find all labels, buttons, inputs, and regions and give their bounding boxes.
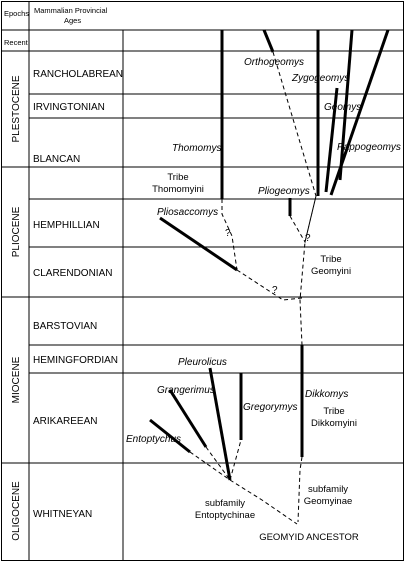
age-irvingtonian: IRVINGTONIAN bbox=[33, 102, 105, 113]
age-rancholabrean: RANCHOLABREAN bbox=[33, 69, 123, 80]
geomyinae-lineage-dashed bbox=[297, 456, 303, 523]
taxon-gregorymys: Gregorymys bbox=[243, 402, 297, 413]
entoptychus-range-bar bbox=[149, 418, 191, 454]
ages-header-line1: Mammalian Provincial bbox=[34, 6, 108, 15]
age-arikareean: ARIKAREEAN bbox=[33, 416, 97, 427]
subfamily-geomyinae-label: Geomyinae bbox=[304, 496, 353, 507]
tribe-label: Tribe bbox=[320, 254, 341, 265]
age-whitneyan: WHITNEYAN bbox=[33, 509, 92, 520]
subfamily-entoptychinae-label: Entoptychinae bbox=[195, 510, 255, 521]
age-blancan: BLANCAN bbox=[33, 154, 80, 165]
entoptychinae-lineage-dashed bbox=[189, 439, 242, 481]
tribe-thomomyini-label: Thomomyini bbox=[152, 184, 204, 195]
age-hemphillian: HEMPHILLIAN bbox=[33, 220, 100, 231]
subfamily-label: subfamily bbox=[308, 484, 348, 495]
epoch-miocene: MIOCENE bbox=[11, 356, 22, 403]
epoch-pleistocene: PLESTOCENE bbox=[11, 75, 22, 142]
taxon-pleurolicus: Pleurolicus bbox=[178, 357, 227, 368]
epoch-pliocene: PLIOCENE bbox=[11, 206, 22, 257]
epochs-header: Epochs bbox=[4, 9, 29, 18]
tribe-geomyini-label: Geomyini bbox=[311, 266, 351, 277]
taxon-dikkomys: Dikkomys bbox=[305, 389, 348, 400]
taxon-pliogeomys: Pliogeomys bbox=[258, 186, 310, 197]
uncertain-mark: ? bbox=[272, 285, 278, 296]
age-hemingfordian: HEMINGFORDIAN bbox=[33, 355, 118, 366]
ancestor-lineage-dashed bbox=[229, 479, 298, 525]
pappogeomys-range-bar bbox=[329, 29, 390, 196]
tribe-dikkomyini-label: Dikkomyini bbox=[311, 418, 357, 429]
subfamily-label: subfamily bbox=[205, 498, 245, 509]
tribe-label: Tribe bbox=[167, 172, 188, 183]
geomys-range-bar-upper bbox=[338, 29, 354, 181]
taxon-geomys: Geomys bbox=[324, 102, 361, 113]
recent-label: Recent bbox=[4, 38, 29, 47]
taxon-pappogeomys: Pappogeomys bbox=[337, 142, 401, 153]
taxon-orthogeomys: Orthogeomys bbox=[244, 57, 304, 68]
taxon-grangerimus: Grangerimus bbox=[157, 385, 215, 396]
geomys-range-bar bbox=[324, 87, 339, 193]
geomyini-lineage-dashed bbox=[299, 195, 317, 346]
taxon-entoptychus: Entoptychus bbox=[126, 434, 181, 445]
epoch-oligocene: OLIGOCENE bbox=[11, 481, 22, 541]
pleurolicus-range-bar bbox=[208, 367, 232, 481]
taxon-zygogeomys: Zygogeomys bbox=[291, 73, 349, 84]
thomomyini-lineage-dashed bbox=[221, 199, 238, 271]
uncertain-mark: ? bbox=[225, 228, 231, 239]
age-barstovian: BARSTOVIAN bbox=[33, 321, 97, 332]
pliosaccomys-range-bar bbox=[159, 216, 238, 272]
taxon-thomomys: Thomomys bbox=[172, 143, 221, 154]
tribe-label: Tribe bbox=[323, 406, 344, 417]
orthogeomys-range-bar bbox=[262, 29, 275, 53]
ages-header-line2: Ages bbox=[64, 16, 81, 25]
uncertain-mark: ? bbox=[305, 233, 311, 244]
pliogeomys-lineage-dashed bbox=[289, 195, 317, 244]
age-clarendonian: CLARENDONIAN bbox=[33, 268, 112, 279]
geomyinae-join-dashed bbox=[236, 269, 303, 301]
grangerimus-range-bar bbox=[168, 389, 208, 448]
geomyid-ancestor-label: GEOMYID ANCESTOR bbox=[259, 532, 359, 543]
taxon-pliosaccomys: Pliosaccomys bbox=[157, 207, 218, 218]
